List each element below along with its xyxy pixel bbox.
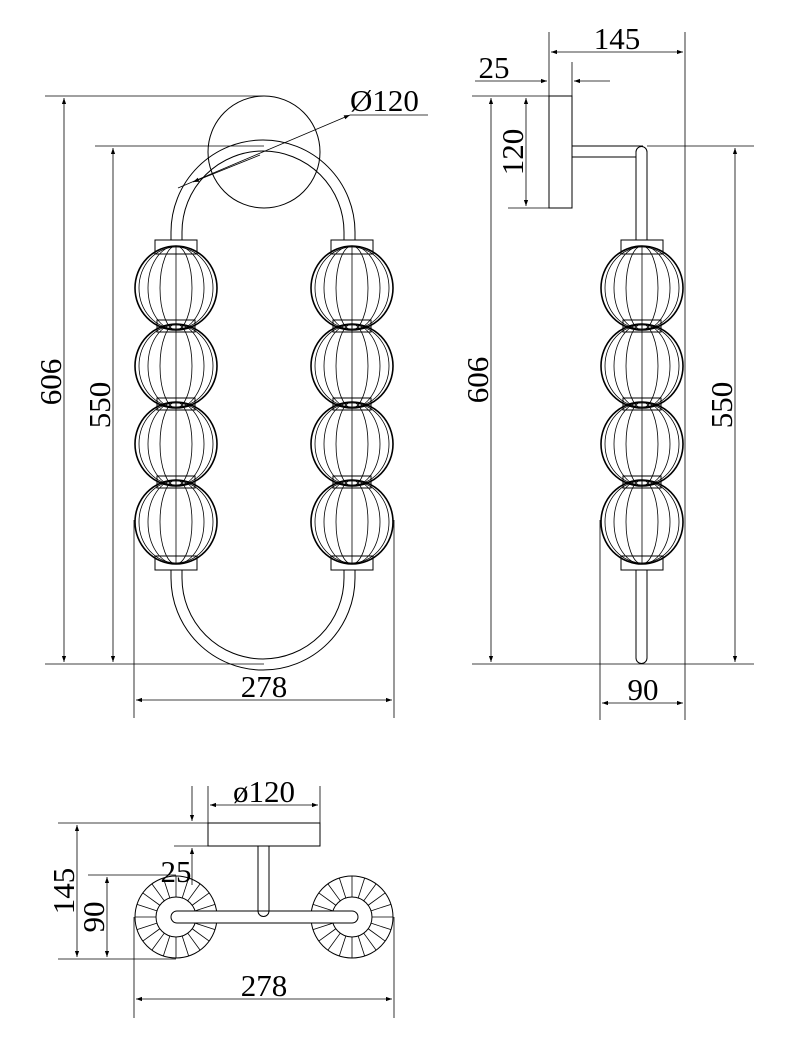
side-rod-top <box>635 146 648 240</box>
side-rod-bottom <box>635 570 648 664</box>
side-overall-height-label: 606 <box>460 357 495 404</box>
front-width-label: 278 <box>241 669 288 704</box>
side-backplate <box>548 95 573 209</box>
front-backplate-diameter-label: Ø120 <box>350 83 419 118</box>
right-shade-column <box>310 239 394 571</box>
top-width-label: 278 <box>241 968 288 1003</box>
lower-arc-inner <box>181 570 345 660</box>
upper-arc-inner <box>181 150 345 240</box>
front-view: Ø120 606 550 278 <box>33 83 428 718</box>
side-backplate-depth-label: 25 <box>479 50 510 85</box>
side-body-height-label: 550 <box>704 382 739 429</box>
top-backplate <box>207 822 321 847</box>
upper-arc-outer <box>170 139 356 240</box>
side-view: 145 25 120 606 550 90 <box>460 21 754 720</box>
top-stem <box>257 846 270 917</box>
backplate-circle <box>207 95 321 209</box>
left-shade-column <box>134 239 218 571</box>
top-shade-depth-label: 90 <box>76 902 111 933</box>
side-projection-label: 145 <box>594 21 641 56</box>
front-body-height-label: 550 <box>82 382 117 429</box>
top-crossbar <box>170 910 359 924</box>
top-projection-label: 145 <box>46 868 81 915</box>
front-overall-height-label: 606 <box>33 359 68 406</box>
top-backplate-depth-label: 25 <box>161 854 192 889</box>
top-view: ø120 145 90 25 278 <box>46 774 395 1018</box>
lower-arc-outer <box>170 570 356 671</box>
side-backplate-height-label: 120 <box>495 129 530 176</box>
side-shade-column <box>600 239 684 571</box>
top-backplate-diameter-label: ø120 <box>233 774 295 809</box>
side-arm <box>572 145 643 158</box>
side-shade-width-label: 90 <box>628 672 659 707</box>
